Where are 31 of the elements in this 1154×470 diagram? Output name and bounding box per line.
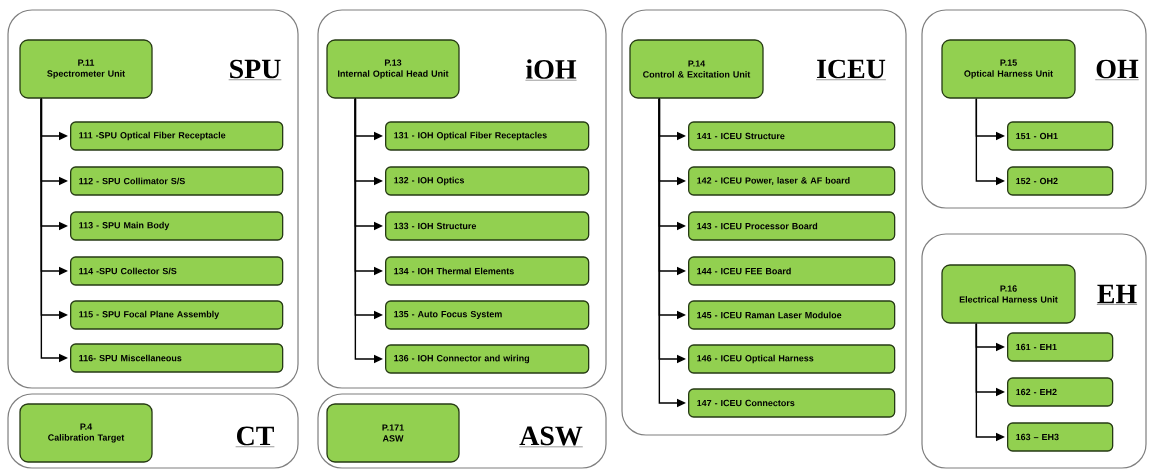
component-box: 141 - ICEU Structure: [688, 121, 896, 151]
unit-box: P.4 Calibration Target: [19, 403, 153, 463]
component-box: 145 - ICEU Raman Laser Moduloe: [688, 300, 896, 330]
unit-box: P.11 Spectrometer Unit: [19, 39, 153, 99]
component-box: 131 - IOH Optical Fiber Receptacles: [385, 121, 590, 151]
component-box: 162 - EH2: [1007, 377, 1114, 407]
component-box: 152 - OH2: [1007, 166, 1114, 196]
unit-box: P.171 ASW: [326, 403, 460, 463]
component-box: 136 - IOH Connector and wiring: [385, 344, 590, 374]
component-box: 113 - SPU Main Body: [70, 211, 284, 241]
component-box: 134 - IOH Thermal Elements: [385, 256, 590, 286]
component-box: 112 - SPU Collimator S/S: [70, 166, 284, 196]
component-box: 147 - ICEU Connectors: [688, 388, 896, 418]
component-box: 151 - OH1: [1007, 121, 1114, 151]
component-box: 163 – EH3: [1007, 422, 1114, 452]
unit-box: P.13 Internal Optical Head Unit: [326, 39, 460, 99]
unit-box: P.16 Electrical Harness Unit: [941, 264, 1076, 324]
component-box: 161 - EH1: [1007, 332, 1114, 362]
component-box: 146 - ICEU Optical Harness: [688, 344, 896, 374]
component-box: 115 - SPU Focal Plane Assembly: [70, 300, 284, 330]
component-box: 111 -SPU Optical Fiber Receptacle: [70, 121, 284, 151]
component-box: 132 - IOH Optics: [385, 166, 590, 196]
component-box: 135 - Auto Focus System: [385, 300, 590, 330]
component-box: 144 - ICEU FEE Board: [688, 256, 896, 286]
component-box: 142 - ICEU Power, laser & AF board: [688, 166, 896, 196]
component-box: 143 - ICEU Processor Board: [688, 211, 896, 241]
unit-box: P.14 Control & Excitation Unit: [629, 39, 764, 99]
component-box: 133 - IOH Structure: [385, 211, 590, 241]
component-box: 114 -SPU Collector S/S: [70, 256, 284, 286]
unit-box: P.15 Optical Harness Unit: [941, 39, 1076, 99]
component-box: 116- SPU Miscellaneous: [70, 343, 284, 373]
